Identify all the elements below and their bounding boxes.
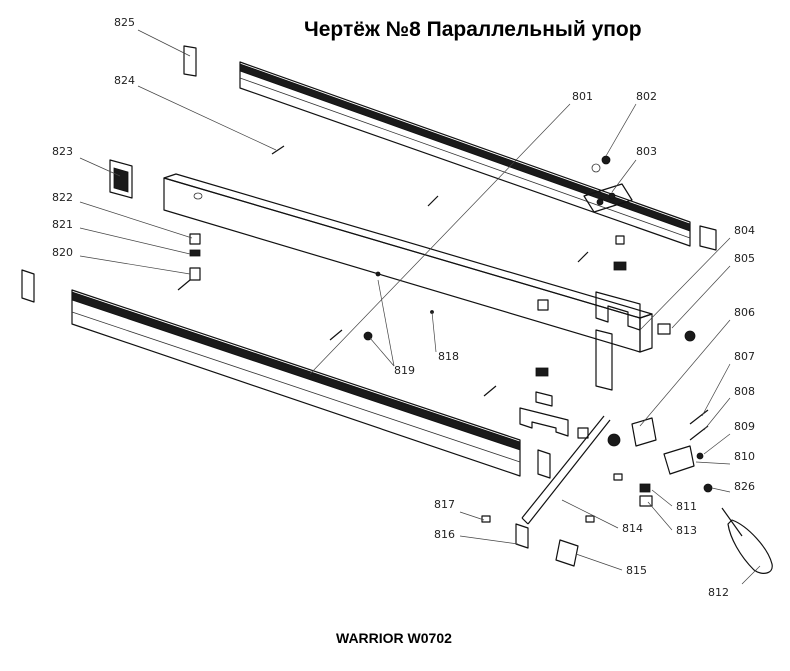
callout-826: 826	[734, 480, 755, 493]
end-cap-inner	[113, 167, 129, 193]
callout-806: 806	[734, 306, 755, 319]
callout-802: 802	[636, 90, 657, 103]
callout-805: 805	[734, 252, 755, 265]
callout-803: 803	[636, 145, 657, 158]
front-bracket	[515, 291, 641, 567]
callout-808: 808	[734, 385, 755, 398]
callout-813: 813	[676, 524, 697, 537]
callout-819: 819	[394, 364, 415, 377]
callout-811: 811	[676, 500, 697, 513]
callout-814: 814	[622, 522, 643, 535]
callout-809: 809	[734, 420, 755, 433]
upper-rail	[183, 45, 717, 251]
lower-rail	[21, 269, 551, 479]
callout-824: 824	[114, 74, 135, 87]
callout-labels: 825 824 823 822 821 820 801 802 803 804 …	[52, 16, 755, 599]
callout-818: 818	[438, 350, 459, 363]
callout-812: 812	[708, 586, 729, 599]
end-cap	[109, 159, 133, 199]
callout-825: 825	[114, 16, 135, 29]
fence-beam	[163, 173, 653, 353]
callout-821: 821	[52, 218, 73, 231]
callout-816: 816	[434, 528, 455, 541]
rear-clamp	[583, 183, 633, 213]
hardware	[177, 145, 713, 523]
handle	[721, 507, 773, 574]
callout-804: 804	[734, 224, 755, 237]
leader-lines	[79, 29, 761, 585]
callout-815: 815	[626, 564, 647, 577]
callout-801: 801	[572, 90, 593, 103]
callout-807: 807	[734, 350, 755, 363]
drawing-title: Чертёж №8 Параллельный упор	[304, 18, 642, 41]
callout-823: 823	[52, 145, 73, 158]
callout-822: 822	[52, 191, 73, 204]
callout-820: 820	[52, 246, 73, 259]
callout-810: 810	[734, 450, 755, 463]
callout-817: 817	[434, 498, 455, 511]
model-name: WARRIOR W0702	[336, 630, 452, 646]
